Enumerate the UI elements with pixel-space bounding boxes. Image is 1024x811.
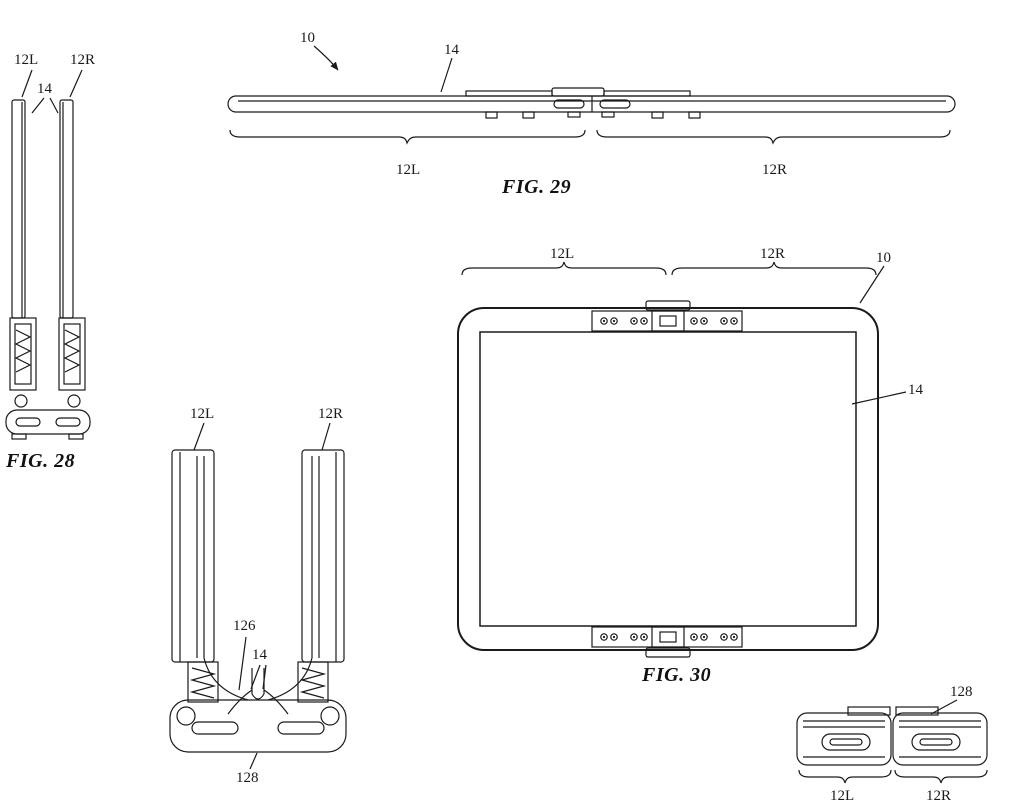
fig30-caption: FIG. 30: [642, 664, 712, 686]
fig30-ref-14: 14: [908, 382, 923, 398]
fig29-ref-12r: 12R: [762, 162, 788, 178]
fig30-ref-10: 10: [876, 250, 891, 266]
fig29-ref-14: 14: [444, 42, 459, 58]
fig-open-ref-12l: 12L: [190, 406, 215, 422]
fig29-ref-10: 10: [300, 30, 315, 46]
fig-open-ref-14: 14: [252, 647, 267, 663]
fig28-ref-12l: 12L: [14, 52, 39, 68]
fig30-ref-12r: 12R: [760, 246, 786, 262]
fig28-ref-12r: 12R: [70, 52, 96, 68]
fig-detail-ref-12r: 12R: [926, 788, 952, 804]
fig28-caption: FIG. 28: [6, 450, 76, 472]
fig-open-ref-12r: 12R: [318, 406, 344, 422]
fig-open-ref-126: 126: [233, 618, 256, 634]
fig28-ref-14: 14: [37, 81, 52, 97]
fig30-drawing: [457, 261, 907, 658]
fig-detail-ref-128: 128: [950, 684, 973, 700]
fig30-ref-12l: 12L: [550, 246, 575, 262]
fig-open-drawing: [169, 422, 347, 770]
fig29-caption: FIG. 29: [502, 176, 572, 198]
fig-detail-ref-12l: 12L: [830, 788, 855, 804]
fig29-drawing: [227, 45, 956, 145]
fig-open-ref-128: 128: [236, 770, 259, 786]
fig28-drawing: [5, 69, 91, 440]
fig29-ref-12l: 12L: [396, 162, 421, 178]
fig-detail-drawing: [796, 699, 988, 784]
